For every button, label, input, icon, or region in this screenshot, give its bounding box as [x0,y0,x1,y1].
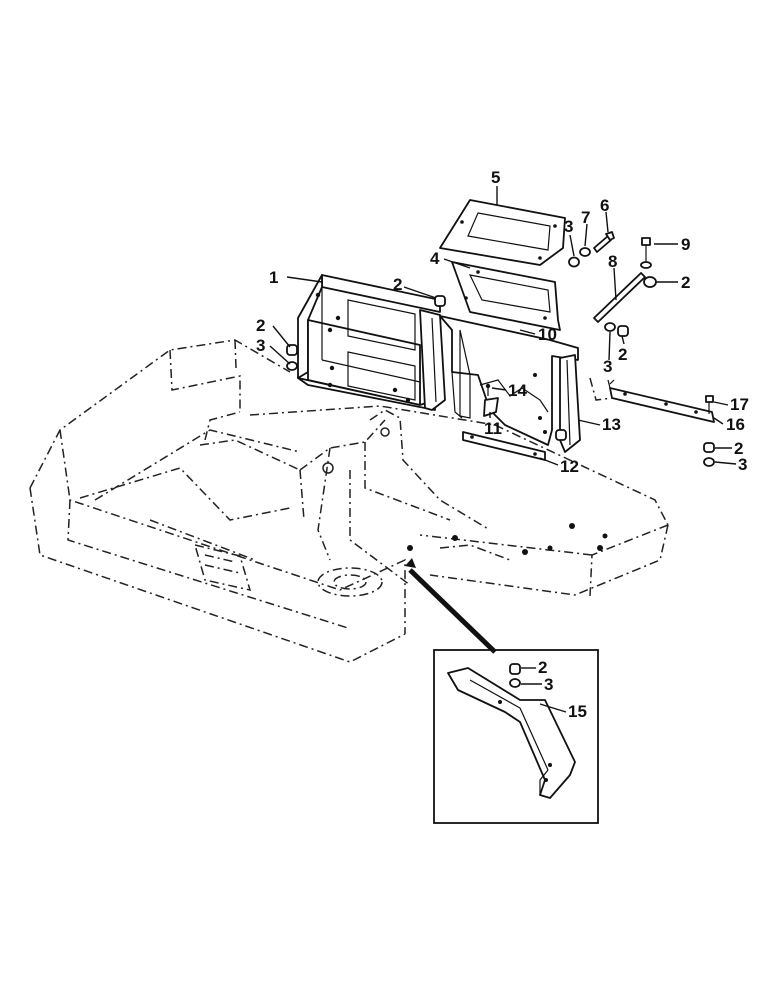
callout-8: 8 [608,252,617,271]
callout-3: 3 [544,675,553,694]
part-9-bolt [640,237,652,269]
callout-2: 2 [618,345,627,364]
nut-washer-group [286,276,715,467]
leader-lines [269,186,737,713]
part-1-shield-frame [297,274,441,411]
part-16-bracket [589,377,715,423]
callout-15: 15 [568,702,587,721]
callout-2: 2 [681,273,690,292]
callout-labels: 1 2 2 3 4 5 6 7 3 8 9 2 10 3 2 14 11 12 … [256,168,749,721]
part-8-rod [593,272,646,323]
callout-12: 12 [560,457,579,476]
frame-side-post [419,309,446,411]
callout-17: 17 [730,395,749,414]
callout-14: 14 [508,381,527,400]
part-13-vertical-bar [559,354,581,453]
callout-2: 2 [538,658,547,677]
callout-10: 10 [538,325,557,344]
callout-3: 3 [256,336,265,355]
inset-pointer [405,558,497,654]
callout-4: 4 [430,249,440,268]
callout-3: 3 [603,357,612,376]
part-11-clip [483,397,499,417]
callout-13: 13 [602,415,621,434]
callout-2: 2 [256,316,265,335]
callout-9: 9 [681,235,690,254]
part-4-gasket-plate [451,261,561,331]
part-3-nut-top [568,256,580,268]
part-14-screw [485,383,491,396]
callout-3: 3 [738,455,747,474]
mower-deck-outline [29,339,669,663]
callout-6: 6 [600,196,609,215]
part-6-bolt [593,231,615,253]
callout-1: 1 [269,268,278,287]
part-5-top-plate [439,199,566,266]
callout-3: 3 [564,217,573,236]
callout-2: 2 [734,439,743,458]
callout-5: 5 [491,168,500,187]
callout-16: 16 [726,415,745,434]
callout-7: 7 [581,208,590,227]
inset-detail-box [433,649,599,824]
part-10-rear-shield [439,315,579,446]
callout-11: 11 [484,419,502,438]
part-7-washer [579,247,591,257]
callout-2: 2 [393,275,402,294]
part-17-bolt [705,395,714,414]
